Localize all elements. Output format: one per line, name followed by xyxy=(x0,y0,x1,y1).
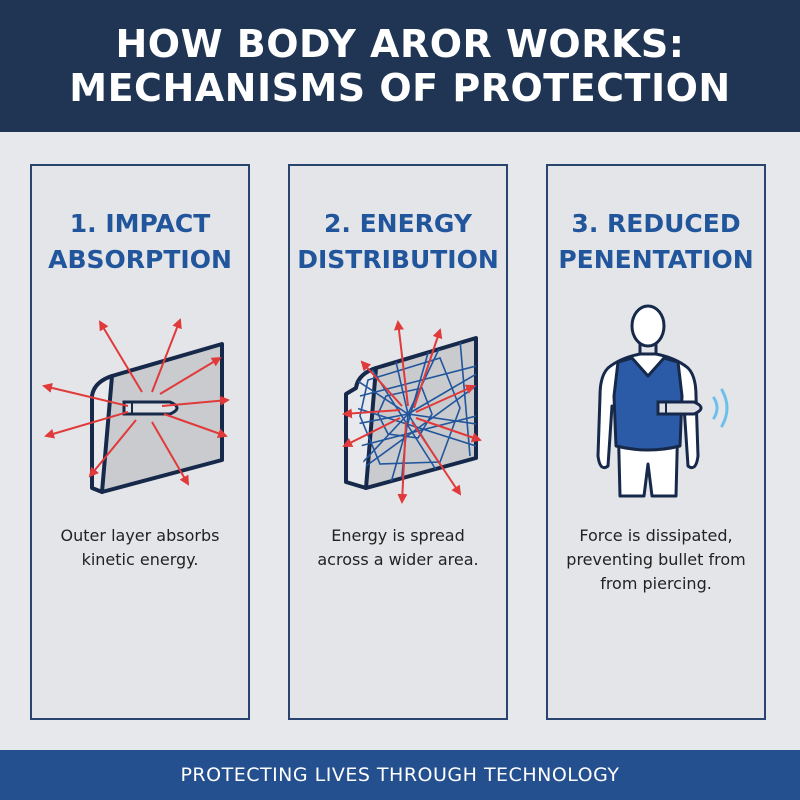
footer-banner: PROTECTING LIVES THROUGH TECHNOLOGY xyxy=(0,750,800,800)
header-banner: HOW BODY AROR WORKS: MECHANISMS OF PROTE… xyxy=(0,0,800,132)
panel-impact-absorption: 1. IMPACT ABSORPTION Outer layer absorb xyxy=(30,164,250,720)
panel-description-line-2: kinetic energy. xyxy=(81,550,199,569)
panel-description-line-1: Outer layer absorbs xyxy=(60,526,220,545)
panel-description-line-1: Energy is spread xyxy=(331,526,465,545)
panel-title-line-2: ABSORPTION xyxy=(48,245,232,274)
panel-description: Energy is spread across a wider area. xyxy=(290,524,506,572)
panel-description-line-3: from piercing. xyxy=(600,574,712,593)
panel-description: Force is dissipated, preventing bullet f… xyxy=(548,524,764,596)
panel-description-line-2: across a wider area. xyxy=(317,550,479,569)
panel-title: 3. REDUCED PENENTATION xyxy=(548,206,764,278)
panel-title-line-1: 2. ENERGY xyxy=(324,209,472,238)
panel-title: 1. IMPACT ABSORPTION xyxy=(32,206,248,278)
bullet-impact-plate-icon xyxy=(42,318,230,494)
panel-description: Outer layer absorbs kinetic energy. xyxy=(32,524,248,572)
page-title-line-2: MECHANISMS OF PROTECTION xyxy=(69,66,731,110)
panel-description-line-2: preventing bullet from xyxy=(566,550,746,569)
panel-title-line-1: 3. REDUCED xyxy=(571,209,741,238)
panel-title-line-2: DISTRIBUTION xyxy=(297,245,499,274)
panel-reduced-penetration: 3. REDUCED PENENTATION Force is dissipat… xyxy=(546,164,766,720)
vest-wearer-icon xyxy=(596,304,729,498)
fiber-mesh-plate-icon xyxy=(342,320,482,504)
panel-energy-distribution: 2. ENERGY DISTRIBUTION xyxy=(288,164,508,720)
footer-text: PROTECTING LIVES THROUGH TECHNOLOGY xyxy=(180,764,620,786)
panel-title-line-2: PENENTATION xyxy=(558,245,754,274)
panel-title-line-1: 1. IMPACT xyxy=(69,209,211,238)
panel-title: 2. ENERGY DISTRIBUTION xyxy=(290,206,506,278)
page-title-line-1: HOW BODY AROR WORKS: xyxy=(115,22,685,66)
panel-description-line-1: Force is dissipated, xyxy=(579,526,733,545)
